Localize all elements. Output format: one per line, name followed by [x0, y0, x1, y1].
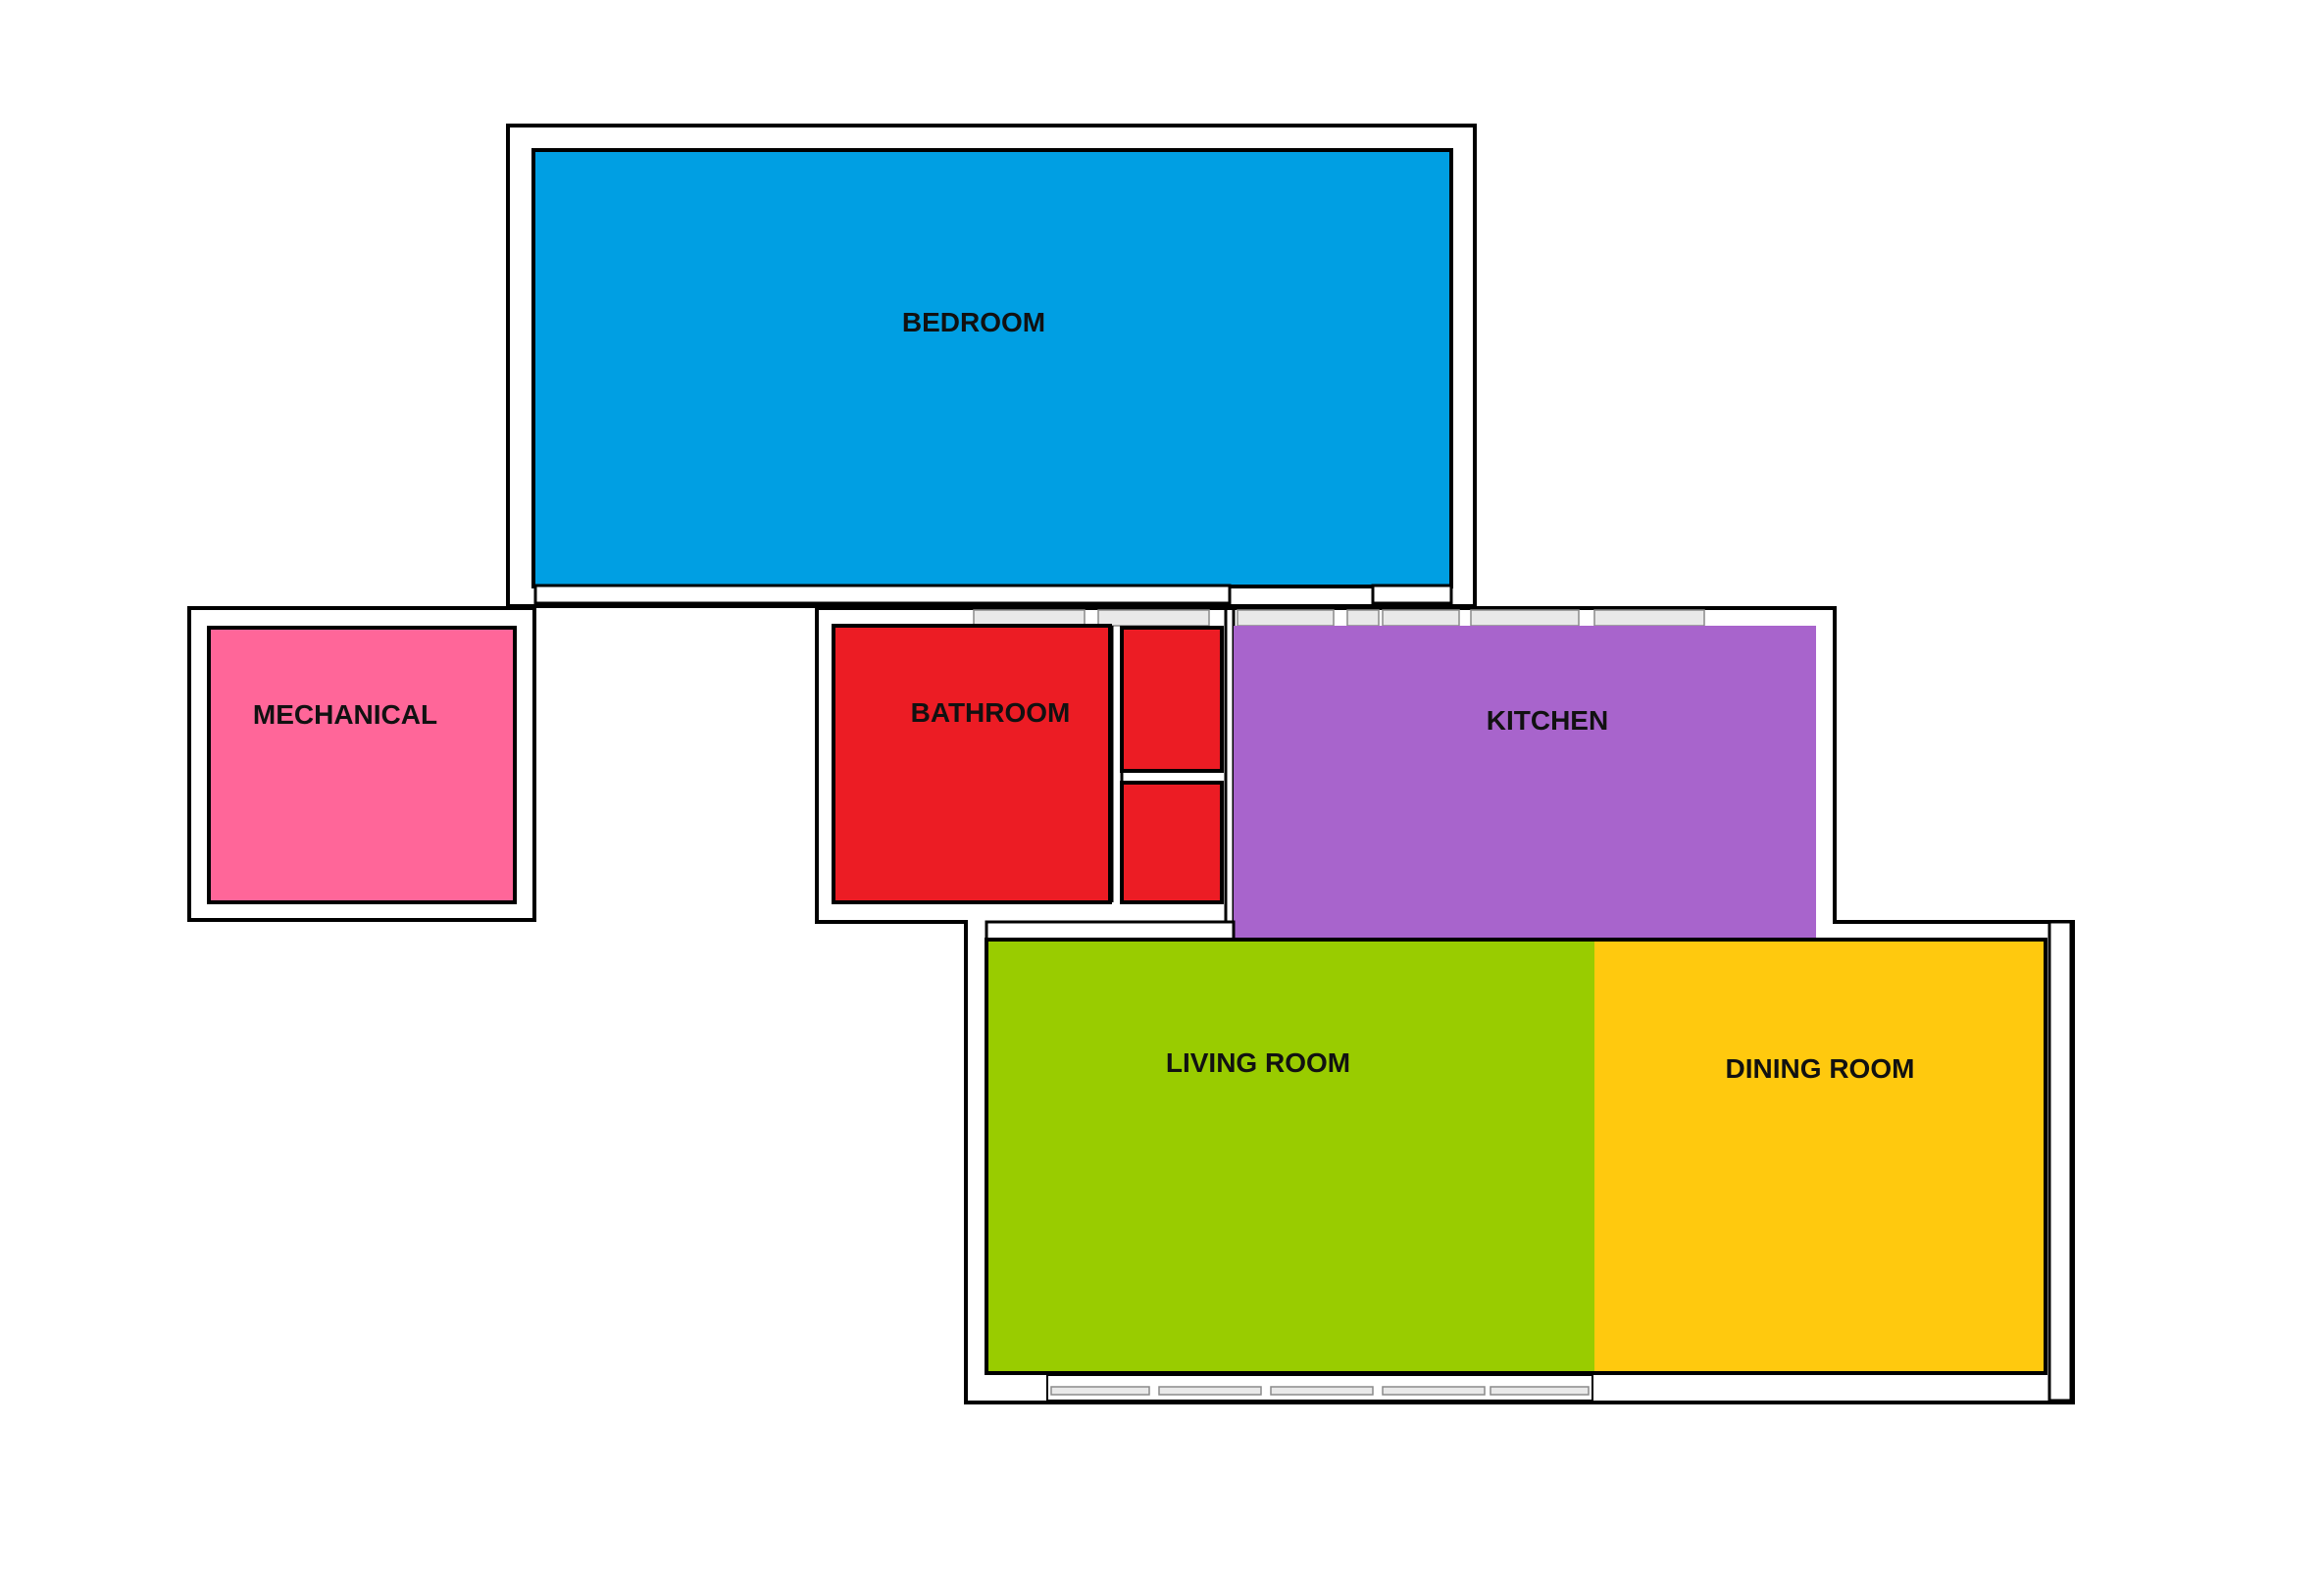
window-pane — [973, 609, 1086, 627]
window-pane — [1593, 609, 1705, 627]
bathroom-floor[interactable] — [832, 624, 1112, 904]
living-dining-inner-wall — [985, 938, 2047, 1375]
window-pane — [1382, 1386, 1486, 1396]
window-pane — [1158, 1386, 1262, 1396]
bathroom-compartment-lower[interactable] — [1120, 781, 1224, 904]
dining-room-floor[interactable] — [1594, 942, 2046, 1373]
bathroom-compartment-upper[interactable] — [1120, 626, 1224, 773]
kitchen-label: KITCHEN — [1487, 705, 1608, 736]
kitchen-floor[interactable] — [1234, 626, 1816, 944]
core-block: BATHROOM KITCHEN LIVING ROOM DINING ROOM — [815, 606, 2075, 1404]
mechanical-label: MECHANICAL — [253, 699, 437, 730]
bath-living-wall — [985, 920, 1236, 942]
window-pane — [1470, 609, 1580, 627]
bedroom-lower-wall — [533, 584, 1232, 605]
living-room-label: LIVING ROOM — [1166, 1047, 1350, 1078]
window-pane — [1097, 609, 1210, 627]
bedroom-lower-wall-right — [1371, 584, 1453, 605]
living-room-floor[interactable] — [986, 942, 1594, 1373]
window-pane — [1270, 1386, 1374, 1396]
dining-room-label: DINING ROOM — [1726, 1053, 1915, 1084]
window-pane — [1382, 609, 1460, 627]
window-pane — [1050, 1386, 1150, 1396]
window-pane — [1237, 609, 1335, 627]
mechanical-block: MECHANICAL — [187, 606, 536, 922]
bedroom-block: BEDROOM — [506, 124, 1477, 608]
mechanical-floor[interactable] — [207, 626, 517, 904]
bathroom-label: BATHROOM — [911, 697, 1071, 728]
dining-right-wall — [2047, 920, 2073, 1402]
window-pane — [1490, 1386, 1590, 1396]
window-pane — [1346, 609, 1380, 627]
bedroom-label: BEDROOM — [902, 307, 1045, 337]
bedroom-floor[interactable] — [531, 148, 1453, 588]
